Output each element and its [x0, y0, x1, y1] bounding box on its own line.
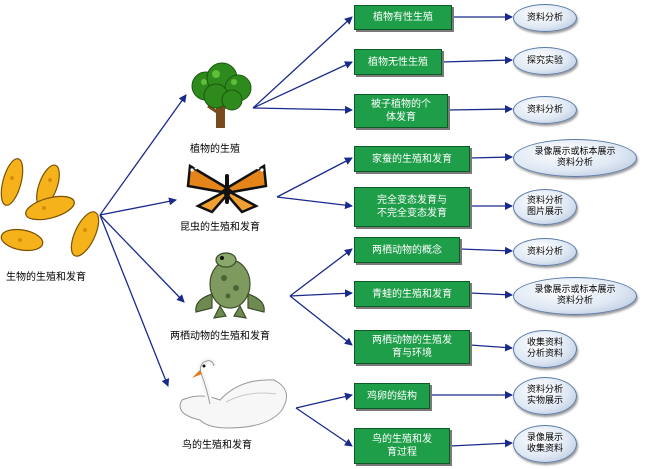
method-note: 资料分析 — [513, 238, 577, 266]
method-note: 录像展示或标本展示资料分析 — [513, 277, 637, 315]
yellow-cells-image — [0, 158, 100, 257]
swan-image — [179, 357, 287, 429]
butterfly-image — [186, 163, 268, 214]
method-note: 录像展示收集资料 — [513, 425, 577, 463]
topic-box: 鸡卵的结构 — [354, 383, 430, 409]
topic-box: 完全变态发育与不完全变态发育 — [354, 187, 470, 227]
topic-box: 被子植物的个体发育 — [354, 94, 448, 128]
method-note: 探究实验 — [513, 47, 577, 75]
topic-box: 家蚕的生殖和发育 — [354, 146, 470, 172]
topic-box: 鸟的生殖和发育过程 — [354, 428, 450, 464]
topic-box: 植物无性生殖 — [354, 49, 442, 75]
branch-bird-label: 鸟的生殖和发育 — [182, 440, 252, 451]
tree-image — [191, 62, 252, 128]
method-note: 资料分析图片展示 — [513, 189, 577, 225]
topic-box: 植物有性生殖 — [354, 5, 452, 30]
topic-box: 两栖动物的生殖发育与环境 — [354, 330, 470, 364]
frog-image — [195, 252, 265, 319]
branch-insect-label: 昆虫的生殖和发育 — [180, 222, 260, 233]
central-label: 生物的生殖和发育 — [6, 272, 86, 283]
topic-box: 两栖动物的概念 — [354, 237, 460, 263]
branch-amphibian-label: 两栖动物的生殖和发育 — [170, 331, 270, 342]
method-note: 资料分析 — [513, 4, 577, 32]
method-note: 录像展示或标本展示资料分析 — [513, 139, 637, 177]
topic-box: 青蛙的生殖和发育 — [354, 281, 470, 307]
branch-plant-label: 植物的生殖 — [190, 144, 240, 155]
method-note: 资料分析实物展示 — [513, 377, 577, 415]
method-note: 收集资料分析资料 — [513, 330, 577, 368]
method-note: 资料分析 — [513, 96, 577, 124]
